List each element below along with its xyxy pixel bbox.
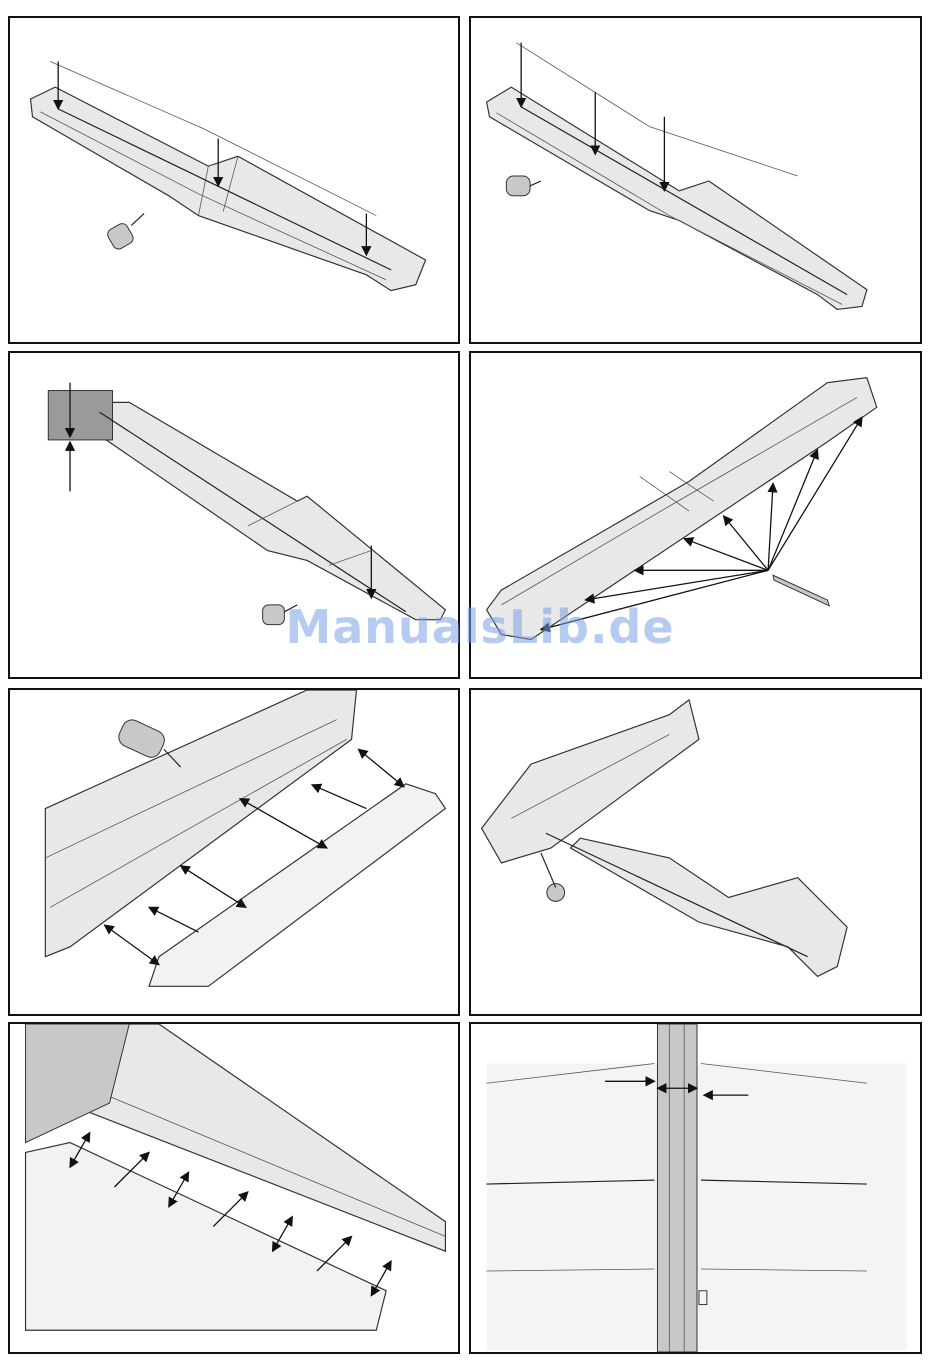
panel-tail-alignment	[469, 1022, 922, 1354]
glue-bottle-icon	[506, 176, 541, 196]
wing-hinge-slots-illustration	[471, 353, 920, 677]
tape-strip	[48, 391, 112, 440]
fin-fuselage	[657, 1024, 697, 1352]
fuselage	[482, 700, 699, 863]
wing-spar-illustration-2	[471, 18, 920, 342]
glue-bottle-icon	[263, 605, 298, 625]
panel-wing-hinge-slots	[469, 351, 922, 679]
panel-aileron-hinges	[8, 688, 460, 1016]
wing-root-tape-illustration	[10, 353, 458, 677]
panel-wing-tape-root	[8, 351, 460, 679]
tail-alignment-illustration	[471, 1024, 920, 1352]
panel-wing-spar-1	[8, 16, 460, 344]
wing-spar-illustration-1	[10, 18, 458, 342]
aileron-hinges-illustration	[10, 690, 458, 1014]
elevator-hinges-illustration	[10, 1024, 458, 1352]
panel-wing-spar-2	[469, 16, 922, 344]
hinge-tool	[773, 575, 829, 606]
wing-fuselage-illustration	[471, 690, 920, 1014]
glue-bottle-icon	[106, 214, 145, 252]
panel-stab-elevator-hinges	[8, 1022, 460, 1354]
panel-wing-attach-fuselage	[469, 688, 922, 1016]
fuselage-side	[26, 1024, 130, 1143]
